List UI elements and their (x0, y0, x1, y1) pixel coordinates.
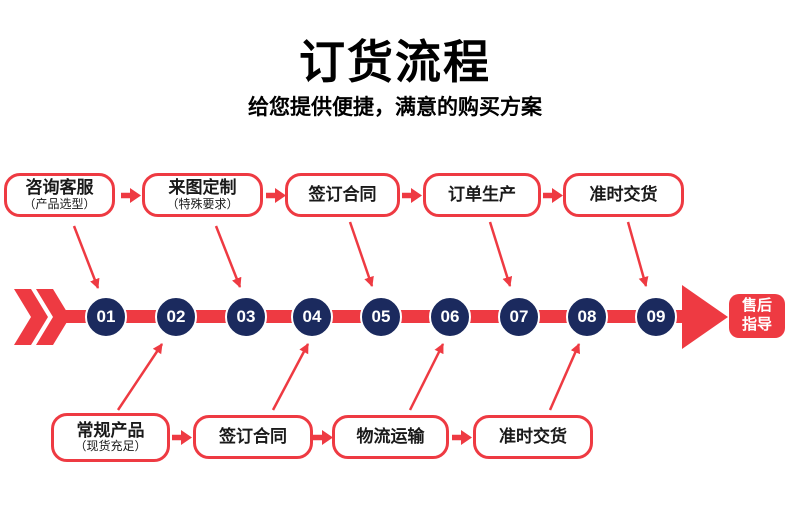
step-box-ontime-delivery-bottom: 准时交货 (473, 415, 593, 459)
step-label: 准时交货 (499, 427, 567, 447)
step-label: 物流运输 (356, 427, 425, 447)
timeline-node-07: 07 (498, 296, 540, 338)
step-label: 签订合同 (219, 427, 287, 447)
step-label: 咨询客服 (25, 178, 94, 198)
diagonal-arrow-to-04 (271, 343, 310, 411)
diagonal-arrow-to-05 (348, 221, 374, 287)
step-sublabel: （现货充足） (74, 439, 147, 454)
chevron-start-icon (36, 289, 70, 345)
timeline-node-08: 08 (566, 296, 608, 338)
page-subtitle: 给您提供便捷，满意的购买方案 (248, 96, 542, 119)
step-sublabel: （特殊要求） (166, 196, 239, 211)
timeline-node-04: 04 (291, 296, 333, 338)
step-label: 订单生产 (448, 185, 516, 205)
badge-line-1: 售后 (741, 297, 772, 315)
timeline-node-03: 03 (225, 296, 267, 338)
step-box-sign-contract-bottom: 签订合同 (193, 415, 313, 459)
step-box-custom-drawing: 来图定制 （特殊要求） (142, 173, 263, 217)
diagonal-arrow-to-01 (72, 225, 100, 289)
diagonal-arrow-to-09 (626, 221, 649, 287)
step-label: 准时交货 (589, 185, 658, 205)
step-label: 来图定制 (168, 178, 237, 198)
after-sales-badge: 售后 指导 (729, 294, 785, 338)
timeline-node-02: 02 (155, 296, 197, 338)
timeline-node-05: 05 (360, 296, 402, 338)
step-label: 签订合同 (308, 185, 377, 205)
timeline-node-09: 09 (635, 296, 677, 338)
step-label: 常规产品 (76, 420, 145, 440)
step-box-regular-product: 常规产品 （现货充足） (51, 413, 170, 462)
timeline-node-06: 06 (429, 296, 471, 338)
step-box-consult-service: 咨询客服 （产品选型） (4, 173, 115, 217)
diagonal-arrow-to-08 (548, 343, 581, 411)
chevron-start-icon (14, 289, 48, 345)
step-box-logistics: 物流运输 (332, 415, 449, 459)
step-box-order-production: 订单生产 (423, 173, 541, 217)
page-title: 订货流程 (299, 36, 491, 88)
step-box-sign-contract: 签订合同 (285, 173, 400, 217)
diagonal-arrow-to-07 (488, 221, 513, 287)
diagonal-arrow-to-06 (408, 343, 445, 411)
diagonal-arrow-to-02 (116, 343, 164, 411)
badge-line-2: 指导 (741, 316, 772, 333)
step-sublabel: （产品选型） (23, 196, 96, 211)
diagonal-arrow-to-03 (214, 225, 242, 288)
timeline-arrowhead-icon (682, 285, 728, 349)
step-box-ontime-delivery-top: 准时交货 (563, 173, 684, 217)
timeline-node-01: 01 (85, 296, 127, 338)
